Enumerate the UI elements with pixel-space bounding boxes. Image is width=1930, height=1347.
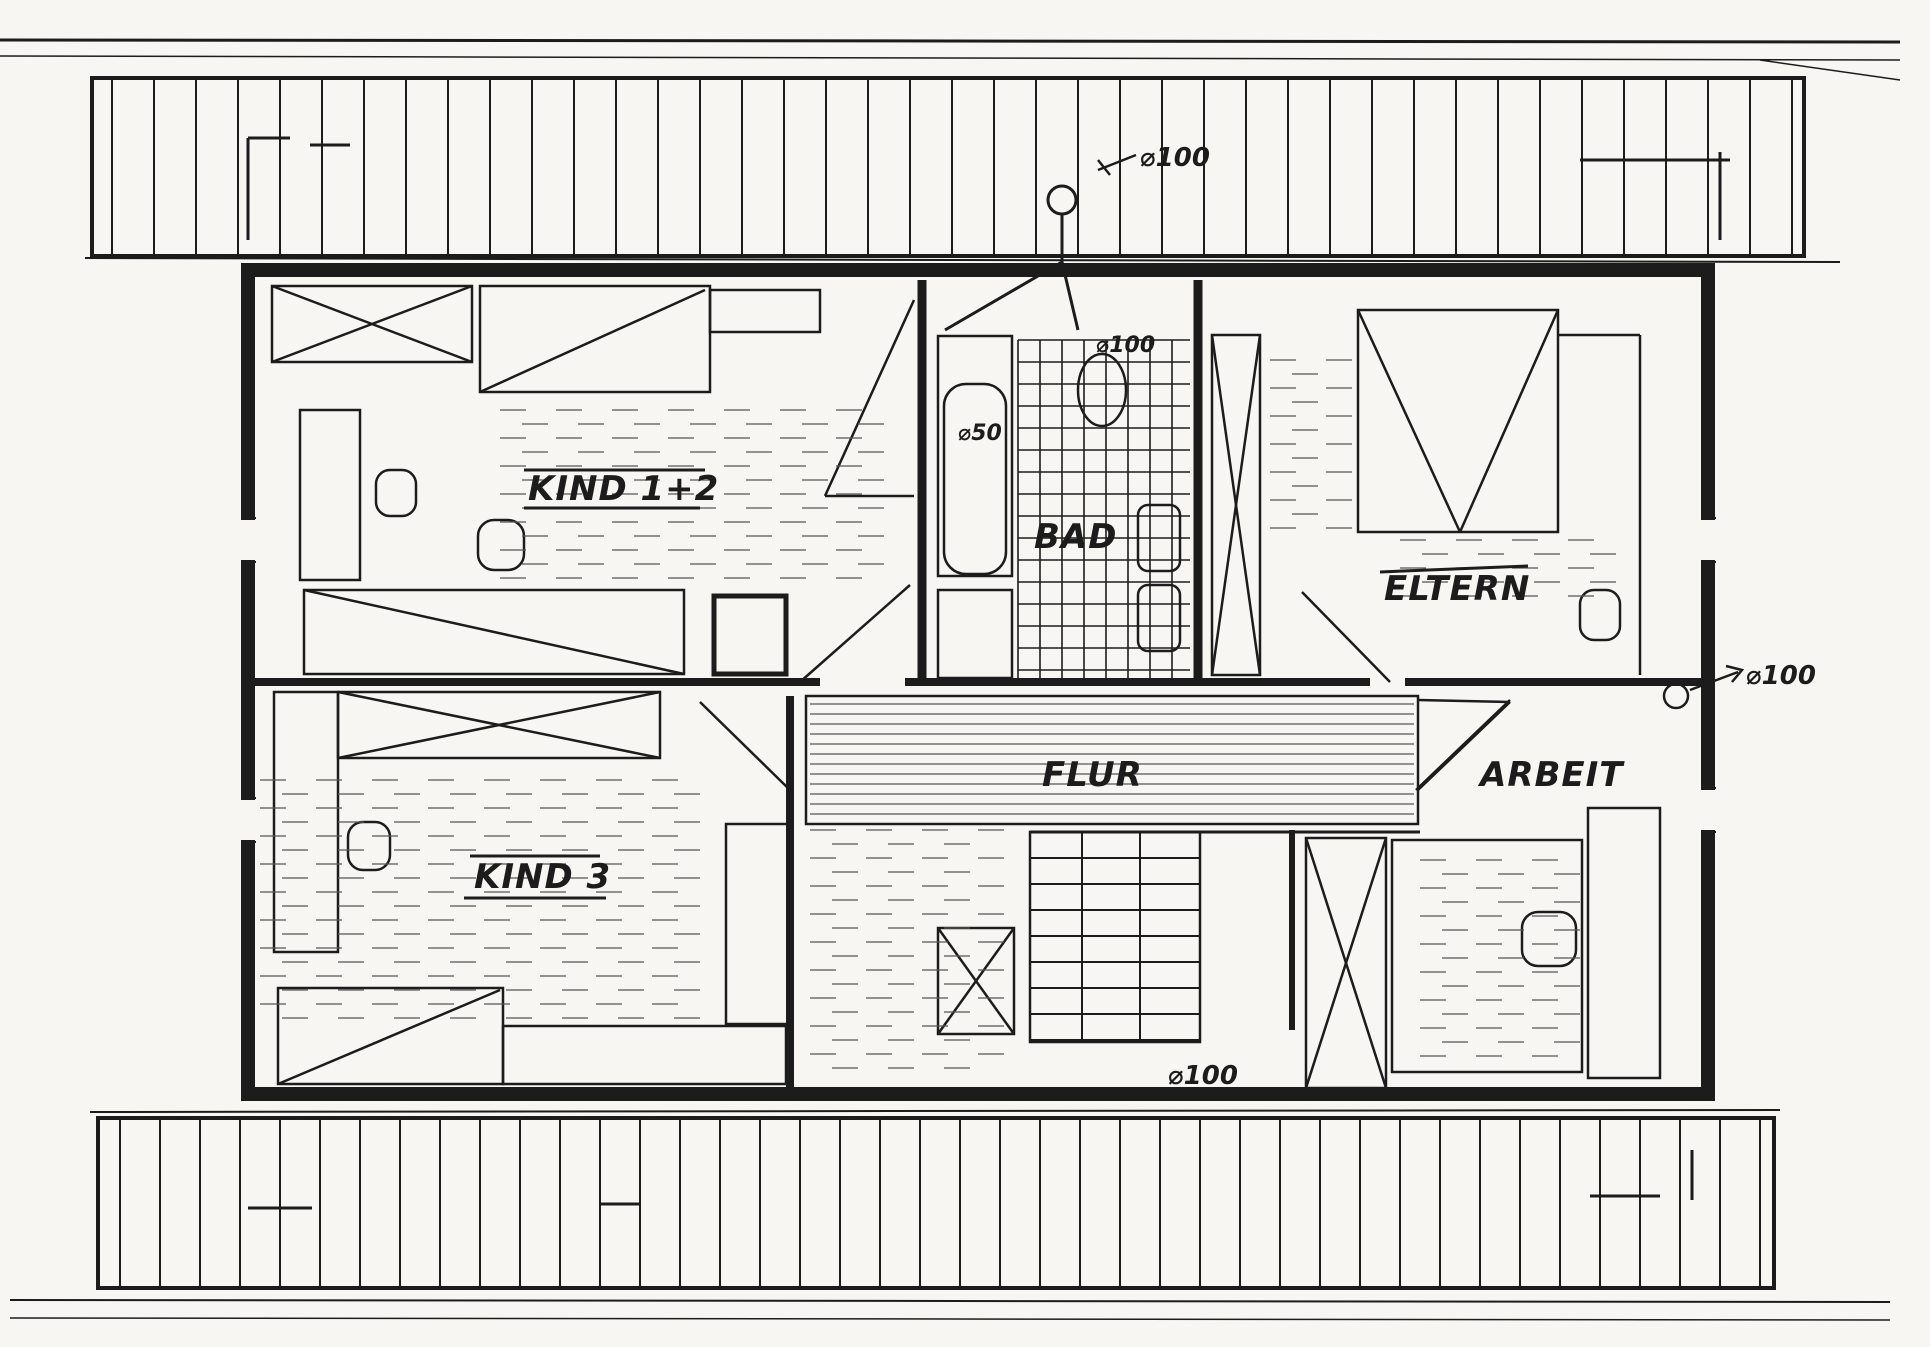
kind12-furniture <box>270 284 916 683</box>
flur-and-stairs <box>699 694 1511 1090</box>
room-label-flur: FLUR <box>1042 755 1143 795</box>
pipe-label-top: ⌀100 <box>1140 143 1210 173</box>
room-label-kind12: KIND 1+2 <box>528 469 719 509</box>
arbeit-furniture <box>1390 699 1662 1080</box>
roof-ribs-bottom <box>119 1120 1761 1286</box>
eltern-furniture <box>1210 308 1642 683</box>
pipe-label-bad: ⌀100 <box>1096 333 1155 358</box>
roof-ribs-top <box>111 80 1793 254</box>
kind3-furniture <box>272 690 790 1086</box>
roof-band-top <box>84 59 1901 263</box>
interior-walls <box>248 280 1708 1090</box>
room-label-arbeit: ARBEIT <box>1477 755 1625 795</box>
pipe-label-bottom: ⌀100 <box>1168 1061 1238 1091</box>
floor-hatching <box>260 359 1616 1069</box>
pipe-annotations: ⌀100 ⌀100 ⌀50 ⌀100 ⌀100 <box>958 143 1816 1091</box>
room-label-kind3: KIND 3 <box>474 857 611 897</box>
pipe-arrows <box>1097 153 1745 710</box>
roof-band-bottom <box>89 1109 1781 1290</box>
bathroom-tile-grid <box>1017 339 1190 680</box>
stair-treads <box>1030 832 1200 1042</box>
room-labels: KIND 1+2 BAD ELTERN FLUR KIND 3 ARBEIT <box>464 468 1625 900</box>
paper-border-lines <box>0 38 1901 1321</box>
pipe-label-bathtub: ⌀50 <box>958 421 1002 446</box>
room-label-eltern: ELTERN <box>1384 569 1530 609</box>
bad-fixtures <box>936 184 1190 680</box>
room-label-bad: BAD <box>1034 517 1117 557</box>
pipe-label-right: ⌀100 <box>1746 661 1816 691</box>
